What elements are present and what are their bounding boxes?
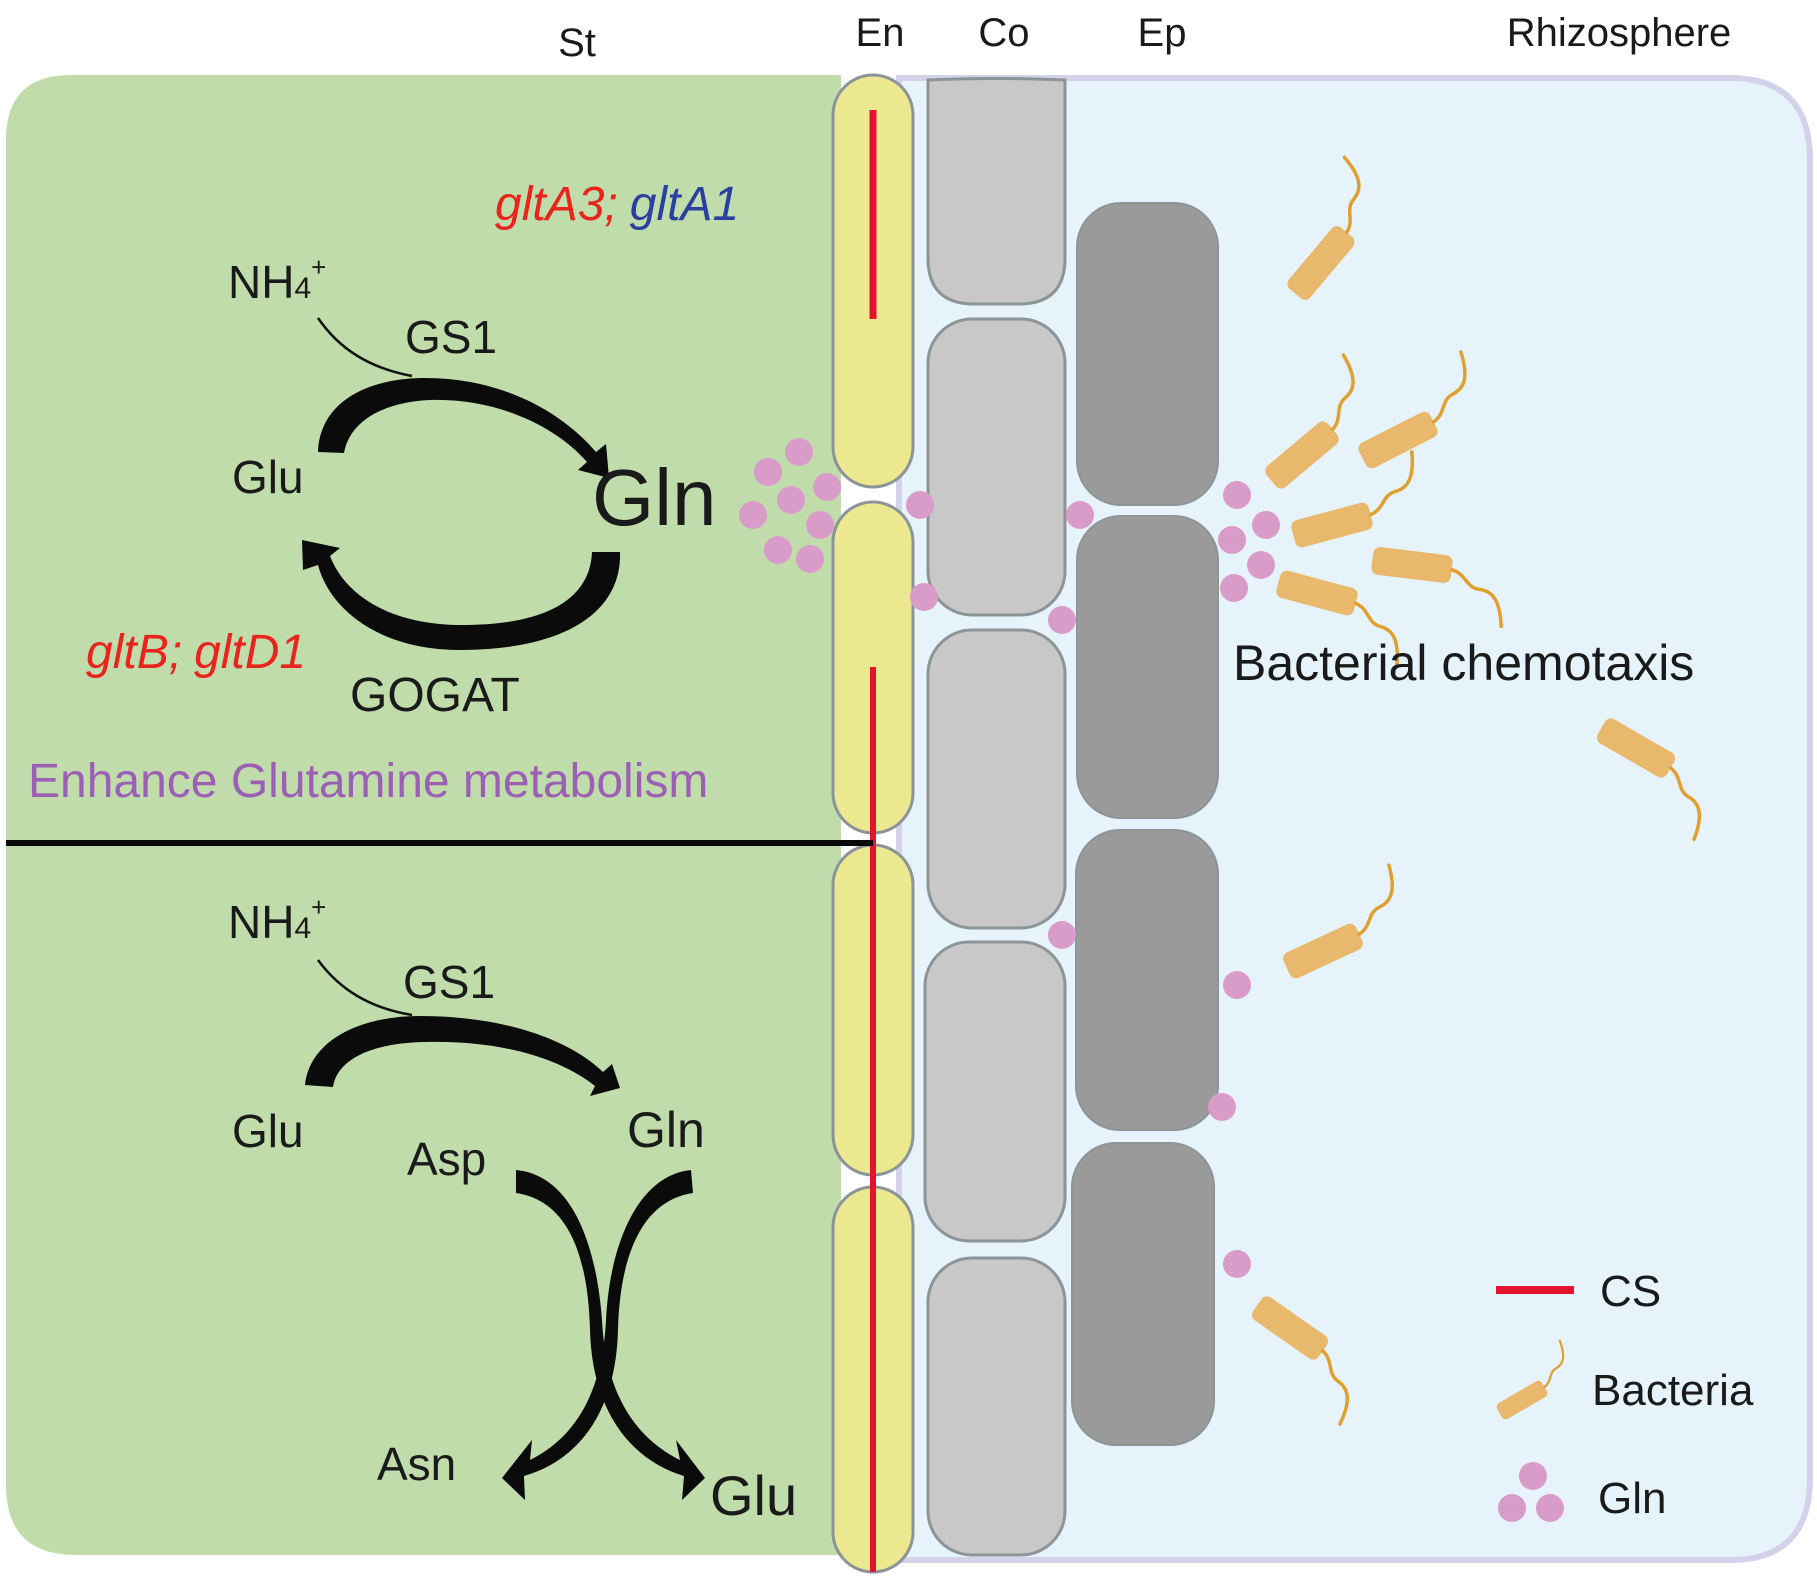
cortex-cells [923, 77, 1067, 1557]
ammonium-superscript: + [311, 252, 326, 282]
gln-dot [906, 491, 934, 519]
ammonium-label-lower: NH4+ [228, 892, 326, 948]
enzyme-gs1-label-lower: GS1 [403, 956, 495, 1008]
legend-item-gln: Gln [1498, 1462, 1666, 1523]
lower-pathway: NH4+ GS1 Glu Gln Asp Asn Glu [228, 892, 797, 1527]
epidermis-cell [1076, 515, 1219, 819]
asp-label: Asp [407, 1133, 486, 1185]
legend-label-bacteria: Bacteria [1592, 1366, 1754, 1415]
ammonium-input-line-lower [316, 959, 413, 1017]
gene-label-glt: gltB;gltD1 [86, 626, 306, 679]
legend-item-bacteria: Bacteria [1482, 1339, 1754, 1423]
stele-background [6, 75, 841, 1555]
gln-dot [1208, 1093, 1236, 1121]
gene-gltA1: gltA1 [630, 178, 739, 231]
cortex-cell [926, 628, 1067, 930]
epidermis-cell [1071, 1142, 1215, 1446]
gogat-arrow [302, 540, 621, 650]
stele-label: St [558, 21, 596, 65]
gene-gltD1: gltD1 [194, 626, 306, 679]
ammonium-input-line [316, 317, 413, 378]
gln-dot [1218, 526, 1246, 554]
gln-dot [813, 473, 841, 501]
gs1-arrow-lower [305, 1016, 620, 1096]
gln-molecules [739, 438, 1280, 1278]
legend-label-cs: CS [1600, 1267, 1661, 1316]
gln-dot [1220, 574, 1248, 602]
gln-dot [1223, 971, 1251, 999]
gln-dot [1048, 921, 1076, 949]
gln-dot [754, 458, 782, 486]
upper-pathway: gltA3;gltA1 NH4+ GS1 Glu Gln gltB;gltD1 … [28, 178, 739, 808]
ammonium-label: NH4+ [228, 252, 326, 308]
metabolism-caption: Enhance Glutamine metabolism [28, 755, 708, 808]
epidermis-cell [1076, 202, 1219, 506]
stele-region [6, 75, 841, 1555]
ammonium-text: NH [228, 896, 294, 948]
gene-gltA3: gltA3 [495, 178, 605, 231]
ammonium-subscript: 4 [294, 912, 311, 945]
ammonium-text: NH [228, 256, 294, 308]
epidermis-cells [1071, 202, 1219, 1446]
cortex-cell [926, 317, 1067, 617]
gln-dot [764, 536, 792, 564]
legend-label-gln: Gln [1598, 1474, 1666, 1523]
legend-item-cs: CS [1496, 1267, 1661, 1316]
cortex-cell [923, 940, 1067, 1243]
glu-label-lower: Glu [232, 1105, 304, 1157]
transamidation-arrow-to-glu [516, 1170, 705, 1500]
rhizosphere-label: Rhizosphere [1507, 11, 1732, 55]
cortex-cell [926, 77, 1067, 306]
gln-legend-icon [1498, 1462, 1564, 1522]
enzyme-gogat-label: GOGAT [350, 669, 520, 722]
gene-label-gltA: gltA3;gltA1 [495, 178, 739, 231]
ammonium-superscript: + [311, 892, 326, 922]
gln-dot [1066, 501, 1094, 529]
gln-dot [1048, 606, 1076, 634]
gln-dot [806, 511, 834, 539]
glu-output-label: Glu [710, 1464, 797, 1527]
cortex-cell [926, 1256, 1067, 1557]
gln-dot [739, 501, 767, 529]
gln-dot [910, 583, 938, 611]
enzyme-gs1-label: GS1 [405, 311, 497, 363]
asn-label: Asn [377, 1438, 456, 1490]
epidermis-label: Ep [1138, 11, 1187, 55]
ammonium-subscript: 4 [294, 272, 311, 305]
gln-dot [796, 545, 824, 573]
epidermis-cell [1075, 829, 1219, 1131]
transamidation-arrow-to-asn [502, 1170, 693, 1500]
legend: CS Bacteria Gln [1482, 1267, 1754, 1523]
gln-dot [1252, 511, 1280, 539]
cortex-label: Co [978, 11, 1029, 55]
gene-separator: ; [604, 178, 617, 231]
glu-label: Glu [232, 451, 304, 503]
gln-label: Gln [592, 453, 717, 542]
endodermis-label: En [856, 11, 905, 55]
gene-separator: ; [169, 626, 182, 679]
gln-label-lower: Gln [627, 1102, 705, 1158]
gs1-arrow [318, 378, 609, 478]
gln-dot [777, 486, 805, 514]
gene-gltB: gltB [86, 626, 169, 679]
chemotaxis-annotation: Bacterial chemotaxis [1233, 635, 1694, 691]
gln-dot [1247, 551, 1275, 579]
gln-dot [785, 438, 813, 466]
gln-dot [1223, 481, 1251, 509]
gln-dot [1223, 1250, 1251, 1278]
